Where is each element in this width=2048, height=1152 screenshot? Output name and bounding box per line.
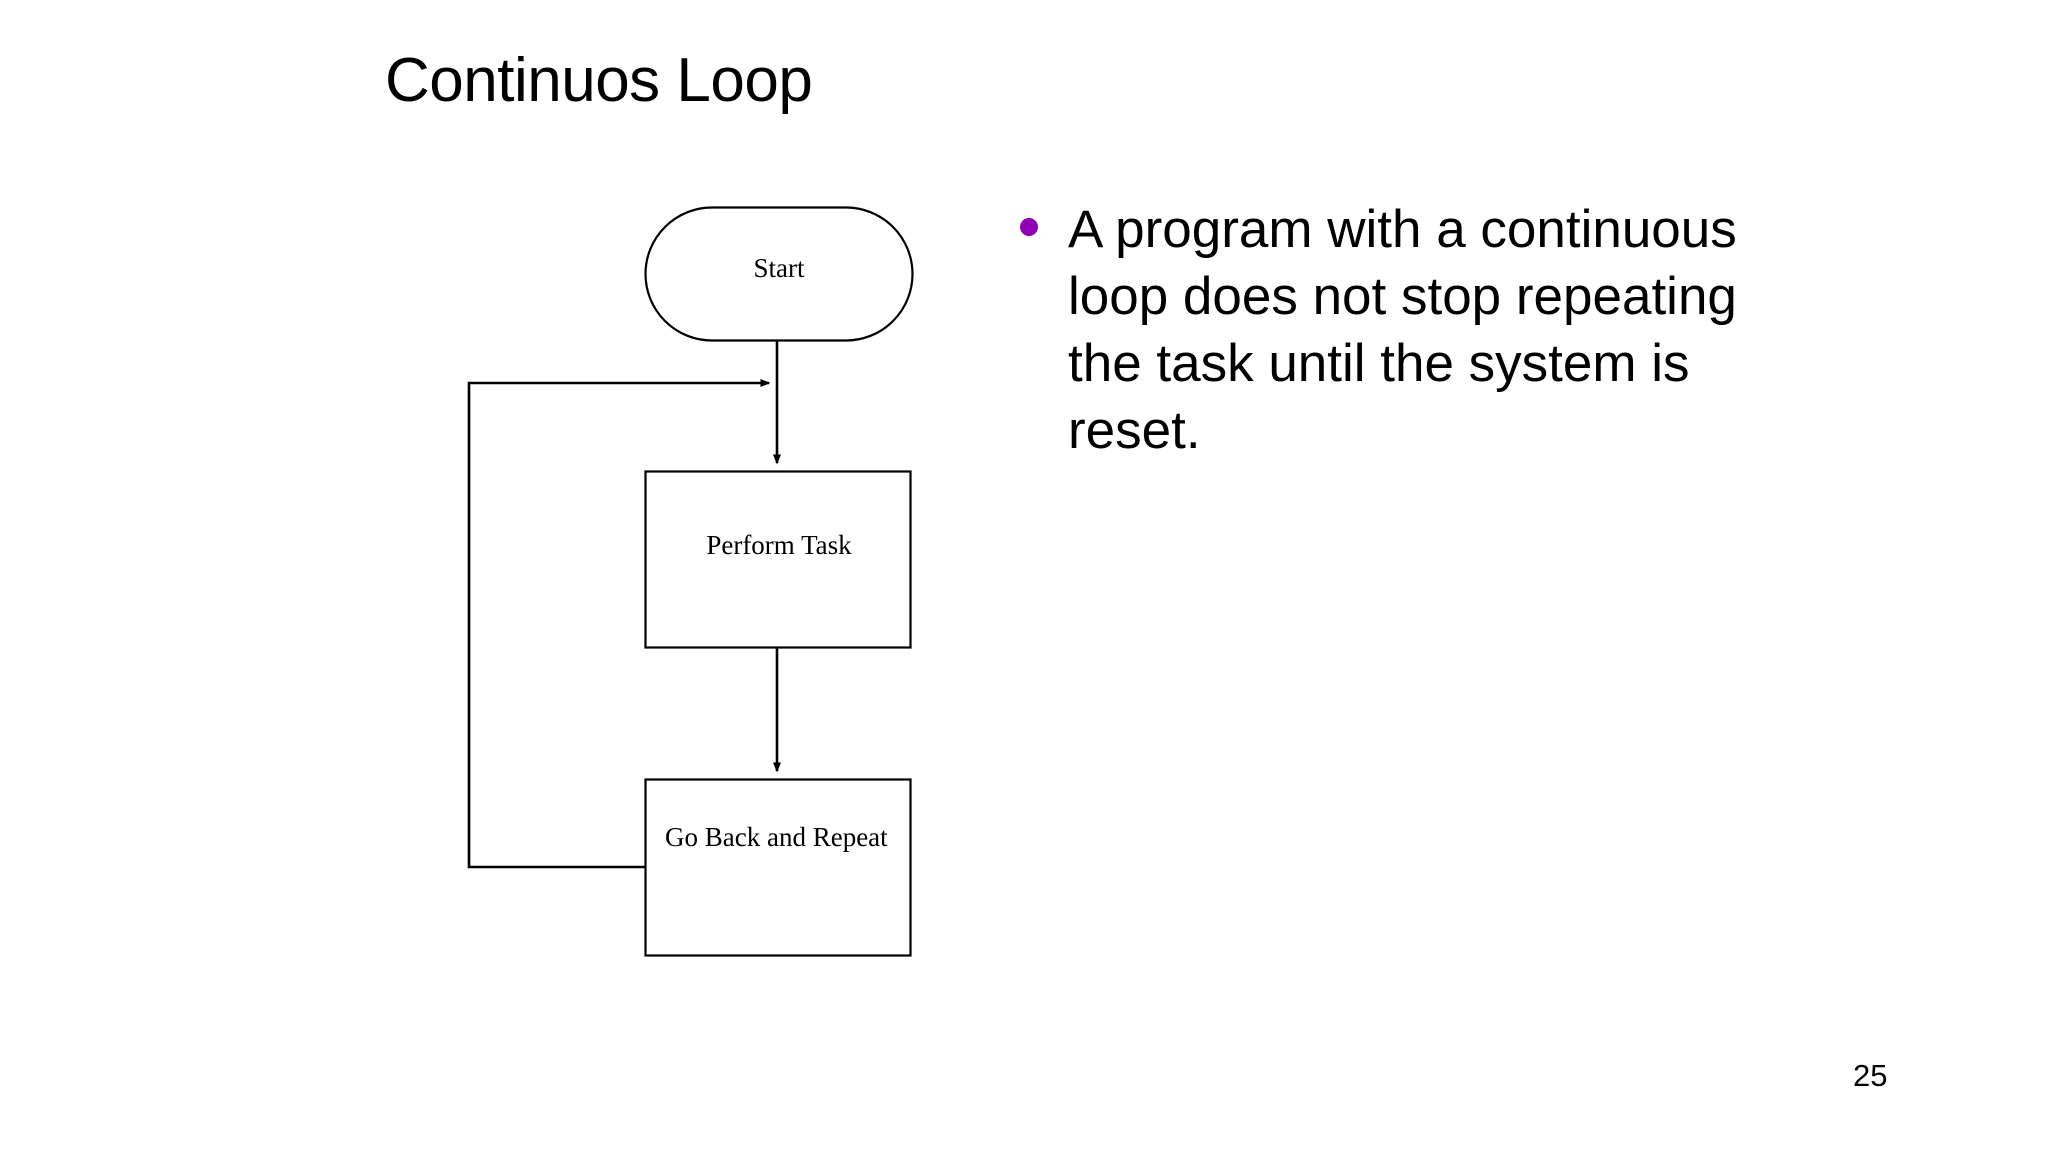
flowchart-diagram: Start Perform Task Go Back and Repeat [0, 0, 1000, 1050]
body-text-block: A program with a continuous loop does no… [1020, 196, 1740, 464]
node-perform-task-label: Perform Task [706, 530, 852, 560]
edge-goback-loop-back [467, 379, 771, 869]
bullet-item: A program with a continuous loop does no… [1020, 196, 1740, 464]
page-title: Continuos Loop [385, 46, 813, 115]
node-start-label: Start [753, 253, 805, 283]
node-go-back-label: Go Back and Repeat [665, 822, 888, 852]
node-start-shape [644, 206, 914, 342]
node-go-back-shape [644, 778, 912, 957]
bullet-text: A program with a continuous loop does no… [1068, 200, 1737, 460]
flowchart-svg [467, 206, 914, 957]
bullet-dot-icon [1020, 218, 1038, 236]
page-number: 25 [1853, 1058, 1888, 1093]
node-perform-task-shape [644, 470, 912, 649]
